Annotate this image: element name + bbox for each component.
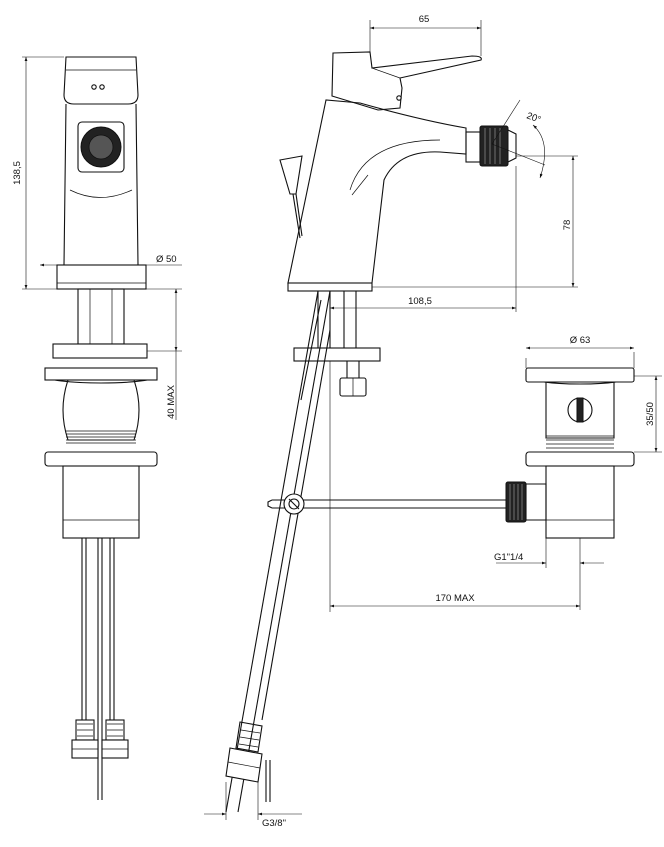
side-lever xyxy=(331,51,482,111)
rod-length-label: 170 MAX xyxy=(435,593,475,604)
control-rod xyxy=(267,493,508,515)
width-label: 65 xyxy=(419,14,430,25)
base-diameter-label: Ø 50 xyxy=(156,254,177,265)
hose-thread-label: G3/8" xyxy=(262,818,286,829)
front-popup-waste xyxy=(44,367,158,539)
waste-detail xyxy=(505,367,635,539)
angle-label: 20° xyxy=(525,110,542,125)
spout-height-label: 78 xyxy=(562,220,573,231)
front-base xyxy=(56,264,147,290)
waste-height-label: 35/50 xyxy=(645,402,656,426)
front-body-shade xyxy=(69,189,133,198)
side-aerator xyxy=(465,125,517,167)
waste-knurled-nut xyxy=(505,481,527,523)
front-lever xyxy=(63,56,139,105)
rod-length-dimension: 170 MAX xyxy=(329,361,580,612)
side-shank xyxy=(317,291,357,348)
front-washer xyxy=(52,343,148,359)
side-base xyxy=(287,282,373,292)
spout-reach-dimension: 108,5 xyxy=(329,166,517,315)
front-hoses xyxy=(71,538,129,800)
deck-dimension: 40 MAX xyxy=(146,288,182,420)
side-nut xyxy=(339,361,367,397)
front-aerator xyxy=(77,121,125,173)
deck-label: 40 MAX xyxy=(166,384,177,418)
angle-dimension: 20° xyxy=(491,99,546,179)
front-lever-screws xyxy=(91,84,105,90)
side-lever-pin xyxy=(396,95,402,101)
width-dimension: 65 xyxy=(369,14,482,56)
waste-diameter-dimension: Ø 63 xyxy=(525,335,635,368)
pull-rod xyxy=(225,290,331,813)
front-view xyxy=(44,56,158,800)
front-shank xyxy=(77,288,125,345)
waste-thread-dimension: G1"1/4 xyxy=(494,538,604,610)
waste-slot xyxy=(567,397,593,423)
side-body xyxy=(287,99,467,284)
waste-diameter-label: Ø 63 xyxy=(570,335,591,346)
popup-knob xyxy=(279,155,303,239)
hose-thread-dimension: G3/8" xyxy=(204,782,302,829)
height-dimension: 138,5 xyxy=(12,56,64,290)
side-view xyxy=(225,51,517,813)
base-diameter-dimension: Ø 50 xyxy=(40,254,182,267)
side-hose xyxy=(225,299,331,802)
height-label: 138,5 xyxy=(12,161,23,185)
spout-reach-label: 108,5 xyxy=(408,296,432,307)
side-washer xyxy=(293,347,381,362)
waste-thread-label: G1"1/4 xyxy=(494,552,523,563)
spout-height-dimension: 78 xyxy=(372,155,578,288)
waste-height-dimension: 35/50 xyxy=(634,375,662,453)
